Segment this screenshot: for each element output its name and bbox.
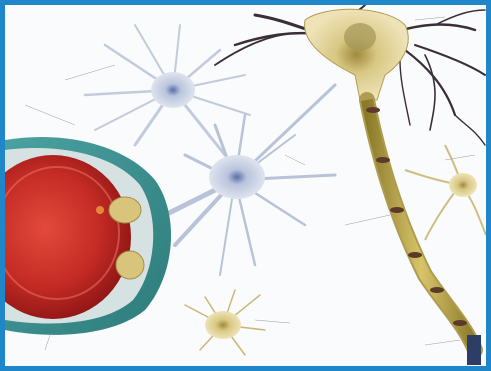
neuroglia-illustration [5, 5, 486, 366]
astrocyte-center-body [209, 155, 265, 199]
microglia-body [205, 311, 241, 339]
astrocyte-upper-body [151, 72, 195, 108]
